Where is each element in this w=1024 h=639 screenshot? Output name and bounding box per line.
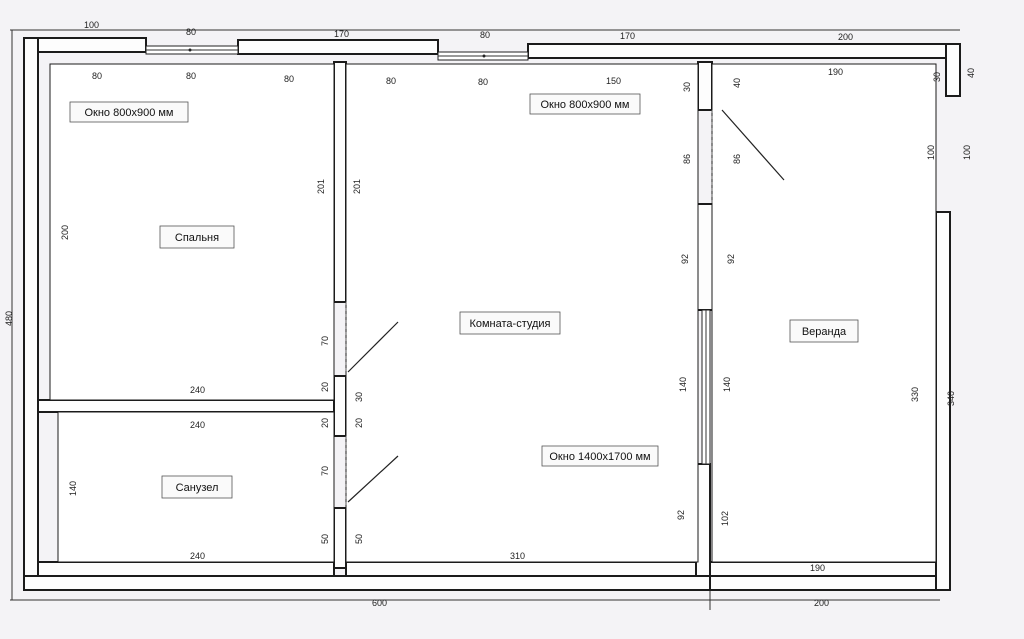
- dim-v-20b: 20: [320, 418, 330, 428]
- room-label-bedroom: Спальня: [159, 225, 235, 249]
- dim-b-200: 200: [814, 598, 829, 608]
- svg-text:Веранда: Веранда: [802, 326, 847, 338]
- svg-text:Санузел: Санузел: [176, 482, 219, 494]
- svg-text:Окно 800x900 мм: Окно 800x900 мм: [540, 99, 629, 111]
- dim-in-80a: 80: [92, 71, 102, 81]
- dim-h-240b: 240: [190, 420, 205, 430]
- dim-v-140c: 140: [68, 481, 78, 496]
- outer-dimension-lines: [10, 29, 960, 610]
- walls: [23, 37, 961, 591]
- room-label-studio: Комната-студия: [459, 311, 561, 335]
- large-window: [701, 309, 711, 465]
- dim-v-70a: 70: [320, 336, 330, 346]
- dim-h-310: 310: [510, 551, 525, 561]
- dim-v-70b: 70: [320, 466, 330, 476]
- top-window-left: [145, 45, 239, 55]
- window-label-2: Окно 800x900 мм: [529, 93, 641, 115]
- dim-in-40b: 40: [966, 68, 976, 78]
- dim-v-340: 340: [946, 391, 956, 406]
- dim-v-330: 330: [910, 387, 920, 402]
- dim-in-80b: 80: [186, 71, 196, 81]
- dim-v-140a: 140: [678, 377, 688, 392]
- svg-text:Окно 1400x1700 мм: Окно 1400x1700 мм: [549, 451, 650, 463]
- window-label-3: Окно 1400x1700 мм: [541, 445, 659, 467]
- dim-v-201a: 201: [316, 179, 326, 194]
- svg-text:Комната-студия: Комната-студия: [469, 318, 550, 330]
- top-window-right: [437, 51, 529, 61]
- room-label-bathroom: Санузел: [161, 475, 233, 499]
- dim-v-30: 30: [354, 392, 364, 402]
- dim-v-92c: 92: [676, 510, 686, 520]
- dim-top-80b: 80: [480, 30, 490, 40]
- dim-v-201b: 201: [352, 179, 362, 194]
- dim-in-190: 190: [828, 67, 843, 77]
- dim-in-30a: 30: [682, 82, 692, 92]
- window-label-1: Окно 800x900 мм: [69, 101, 189, 123]
- dim-top-100: 100: [84, 20, 99, 30]
- svg-text:Окно 800x900 мм: Окно 800x900 мм: [84, 107, 173, 119]
- dim-in-40a: 40: [732, 78, 742, 88]
- dim-top-170a: 170: [334, 29, 349, 39]
- dim-v-100a: 100: [926, 145, 936, 160]
- dim-top-170b: 170: [620, 31, 635, 41]
- dim-b-600: 600: [372, 598, 387, 608]
- doors: [345, 109, 785, 508]
- room-label-veranda: Веранда: [789, 319, 859, 343]
- dim-v-102: 102: [720, 511, 730, 526]
- dim-v-100b: 100: [962, 145, 972, 160]
- dim-in-80d: 80: [386, 76, 396, 86]
- dim-in-80e: 80: [478, 77, 488, 87]
- dim-h-240a: 240: [190, 385, 205, 395]
- dim-v-86a: 86: [682, 154, 692, 164]
- dim-in-30b: 30: [932, 72, 942, 82]
- dim-in-80c: 80: [284, 74, 294, 84]
- dim-v-140b: 140: [722, 377, 732, 392]
- dim-v-86b: 86: [732, 154, 742, 164]
- dim-in-150: 150: [606, 76, 621, 86]
- dim-v-50a: 50: [320, 534, 330, 544]
- dim-v-20a: 20: [320, 382, 330, 392]
- dim-v-92a: 92: [680, 254, 690, 264]
- dim-v-480: 480: [4, 311, 14, 326]
- dim-h-190b: 190: [810, 563, 825, 573]
- dimension-labels: 100 80 170 80 170 200 80 80 80 80 80 150…: [4, 20, 976, 608]
- dim-top-80a: 80: [186, 27, 196, 37]
- dim-v-50b: 50: [354, 534, 364, 544]
- dim-top-200: 200: [838, 32, 853, 42]
- dim-v-92b: 92: [726, 254, 736, 264]
- dim-v-20c: 20: [354, 418, 364, 428]
- dim-v-200: 200: [60, 225, 70, 240]
- dim-h-240c: 240: [190, 551, 205, 561]
- svg-text:Спальня: Спальня: [175, 232, 219, 244]
